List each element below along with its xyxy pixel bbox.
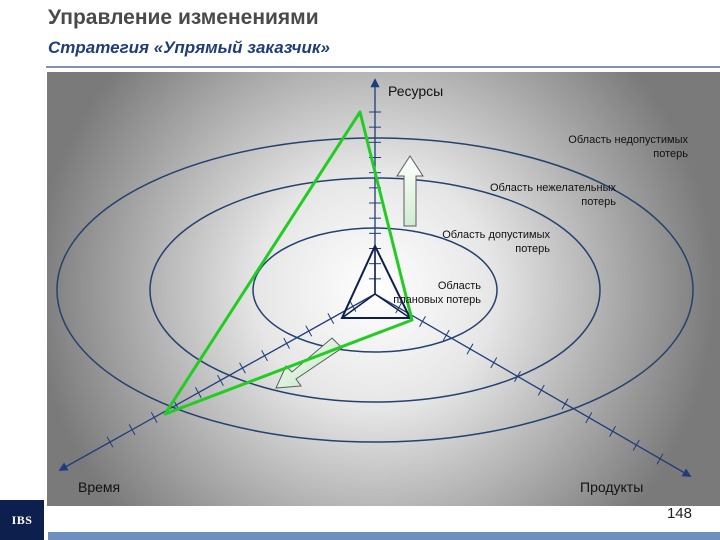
changed-triangle	[163, 110, 414, 416]
region-label-undesirable-line1: Область нежелательных	[490, 182, 616, 194]
time-axis-tick	[150, 411, 158, 423]
products-axis-tick	[537, 384, 545, 396]
planned-triangle	[340, 243, 412, 319]
time-axis-tick	[217, 374, 224, 386]
diagram-background	[47, 72, 720, 506]
time-axis-tick	[327, 313, 335, 325]
time-axis-label: Время	[78, 479, 120, 495]
region-label-planned-line2: плановых потерь	[393, 294, 481, 306]
time-axis-tick	[106, 436, 114, 448]
diagram-panel: Ресурсы Время Продукты Область недопусти…	[47, 72, 720, 506]
products-axis-tick	[585, 412, 593, 424]
region-label-unacceptable-line2: потерь	[653, 148, 688, 160]
time-axis-tick	[261, 350, 268, 362]
time-axis-tick	[128, 424, 136, 436]
time-axis-tick	[283, 337, 291, 349]
page-subtitle: Стратегия «Упрямый заказчик»	[48, 38, 330, 57]
products-axis-tick	[514, 371, 521, 382]
products-axis-tick	[609, 426, 616, 437]
loss-regions-diagram: Ресурсы Время Продукты Область недопусти…	[47, 72, 720, 506]
region-label-acceptable-line2: потерь	[515, 243, 550, 255]
products-axis-tick	[632, 439, 640, 451]
time-axis-tick	[194, 387, 202, 399]
resources-increase-arrow	[396, 155, 424, 227]
products-axis-tick	[561, 398, 569, 410]
title-divider	[46, 66, 720, 68]
ibs-logo: IBS	[0, 500, 44, 540]
region-label-acceptable-line1: Область допустимых	[442, 229, 550, 241]
products-axis-tick	[490, 357, 498, 369]
planned-triangle-spoke-right	[374, 293, 411, 319]
time-axis	[58, 293, 376, 471]
page-number: 148	[666, 505, 692, 522]
region-label-undesirable-line2: потерь	[581, 196, 616, 208]
products-axis-tick	[656, 453, 664, 465]
time-increase-arrow	[275, 337, 343, 389]
footer-bar	[48, 532, 720, 540]
products-axis-tick	[419, 316, 426, 327]
products-axis	[374, 293, 692, 477]
products-axis-label: Продукты	[580, 479, 643, 495]
region-label-unacceptable-line1: Область недопустимых	[568, 134, 688, 146]
products-axis-tick	[466, 343, 474, 355]
time-axis-tick	[305, 325, 313, 337]
resources-axis-label: Ресурсы	[388, 83, 443, 99]
page-title: Управление изменениями	[48, 6, 319, 29]
time-axis-tick	[239, 362, 246, 374]
time-axis-tick	[349, 300, 357, 312]
planned-triangle-spoke-left	[341, 293, 376, 319]
products-axis-tick	[442, 329, 450, 341]
products-axis-tick	[395, 302, 403, 314]
region-label-planned-line1: Область	[438, 280, 481, 292]
